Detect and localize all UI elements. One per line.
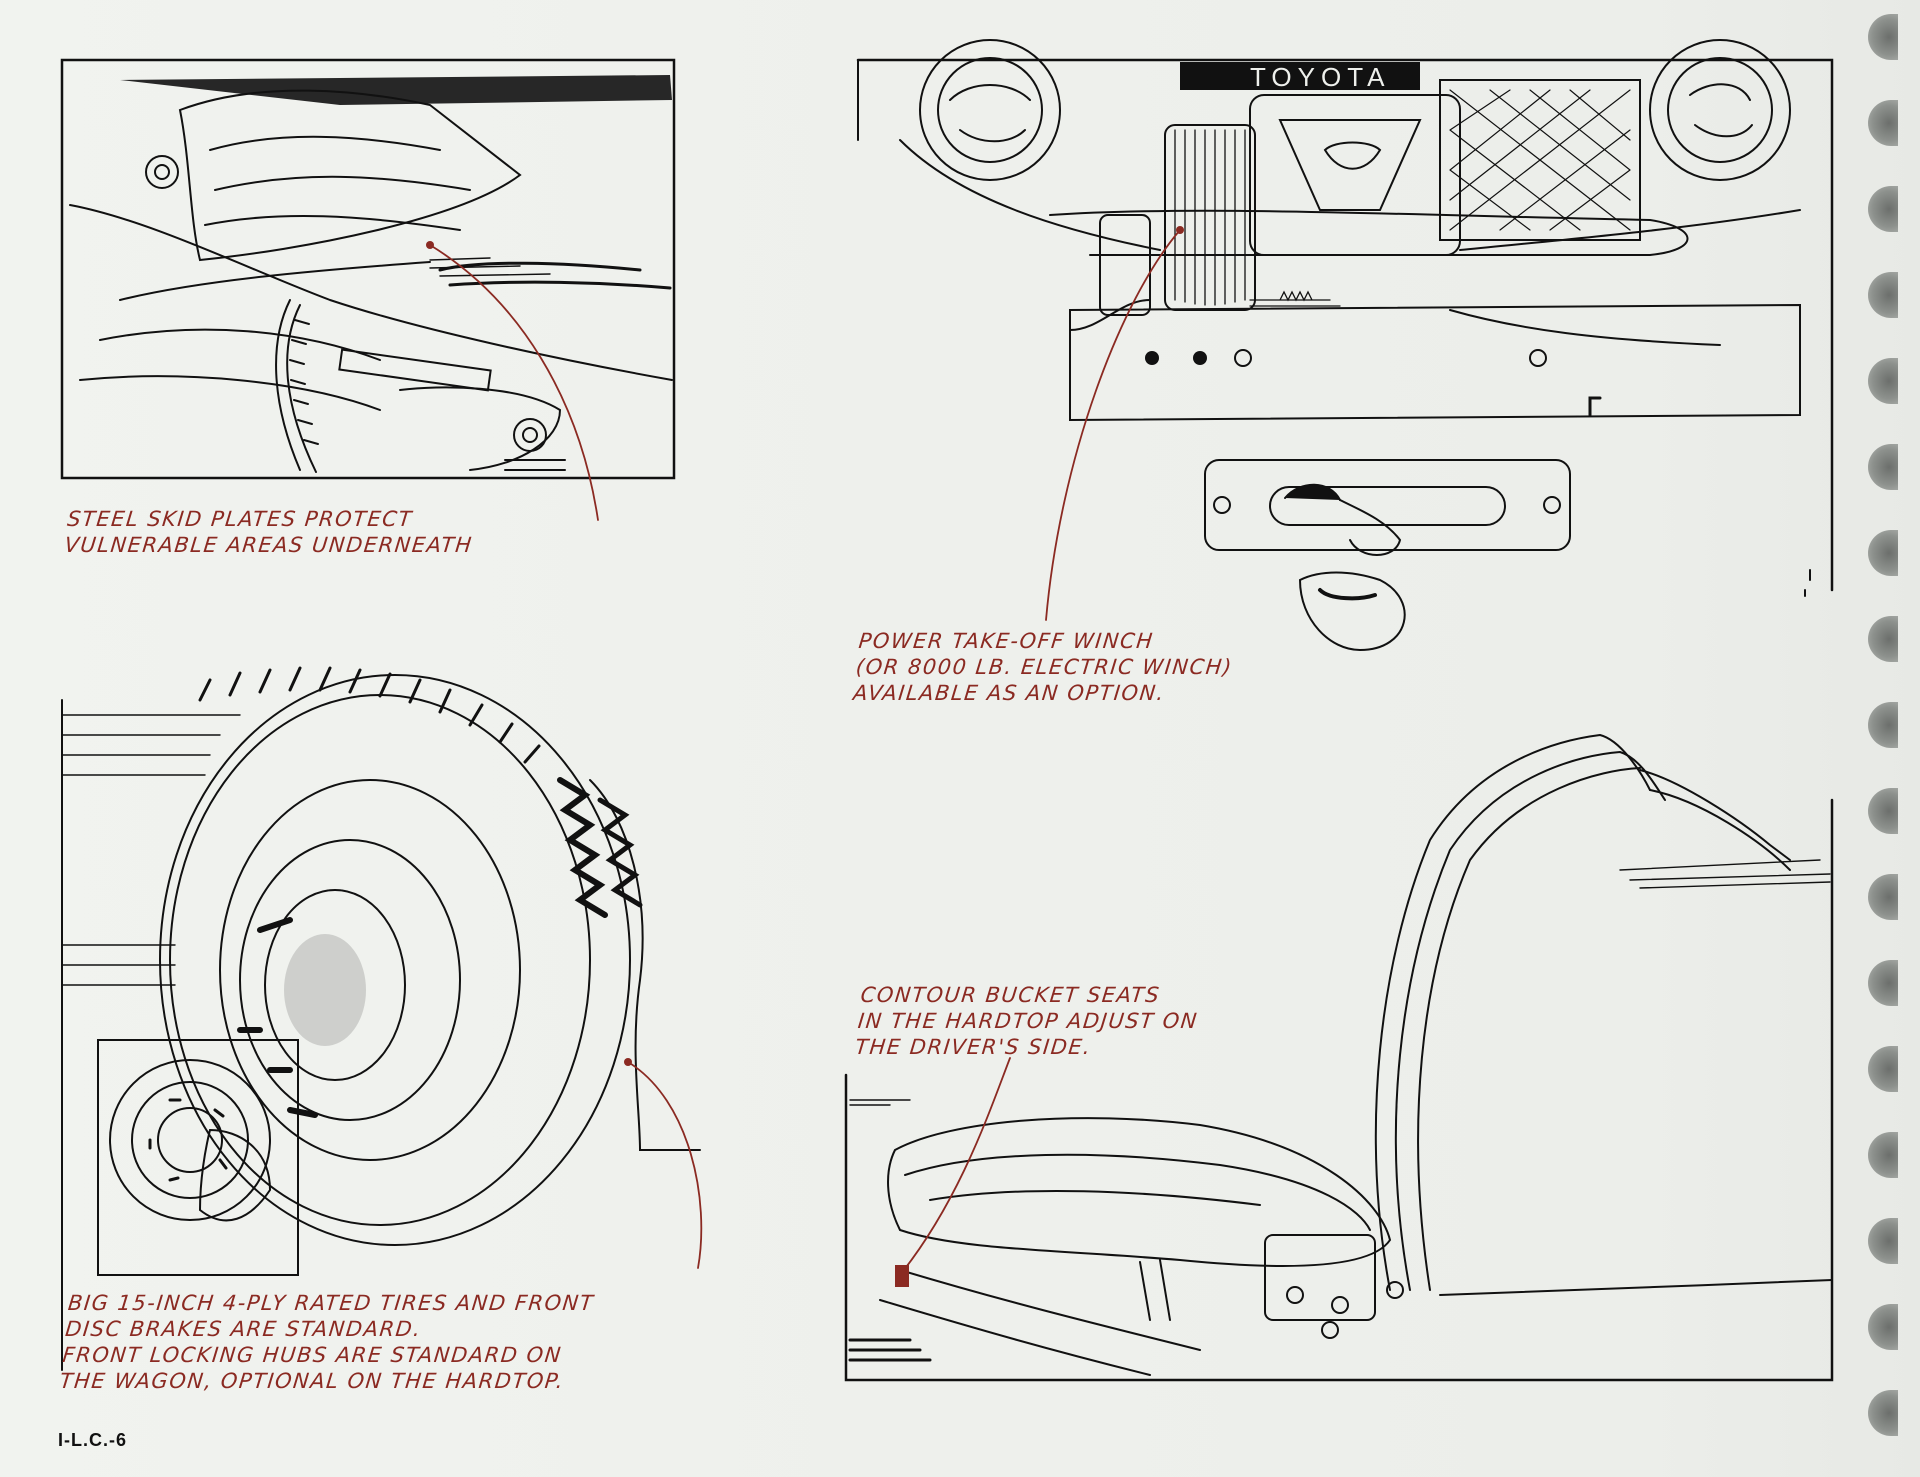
seats-caption: CONTOUR BUCKET SEATS IN THE HARDTOP ADJU…: [854, 983, 1200, 1059]
binding-hole: [1868, 1132, 1898, 1178]
tires-caption: BIG 15-INCH 4-PLY RATED TIRES AND FRONT …: [58, 1291, 596, 1393]
binding-hole: [1868, 702, 1898, 748]
binding-hole: [1868, 1218, 1898, 1264]
tire-sketch: [61, 666, 701, 1371]
binding-hole: [1868, 444, 1898, 490]
binding-hole: [1868, 960, 1898, 1006]
binding-hole: [1868, 1304, 1898, 1350]
binding-hole: [1868, 874, 1898, 920]
binding-hole: [1868, 1046, 1898, 1092]
binding-hole: [1868, 272, 1898, 318]
binding-hole: [1868, 616, 1898, 662]
binding-hole: [1868, 1390, 1898, 1436]
skid-plate-caption: STEEL SKID PLATES PROTECT VULNERABLE ARE…: [63, 507, 474, 557]
winch-caption: POWER TAKE-OFF WINCH (OR 8000 LB. ELECTR…: [852, 629, 1234, 705]
page-number: I-L.C.-6: [58, 1430, 127, 1450]
winch-sketch: TOYOTA: [856, 39, 1834, 652]
bucket-seat-sketch: [844, 733, 1834, 1382]
binding-hole: [1868, 186, 1898, 232]
binding-hole: [1868, 100, 1898, 146]
binding-hole: [1868, 530, 1898, 576]
binding-hole: [1868, 358, 1898, 404]
grille-lettering: TOYOTA: [1250, 62, 1391, 92]
binding-hole: [1868, 14, 1898, 60]
spiral-binding-holes: [1845, 0, 1920, 1477]
skid-plate-sketch: [60, 58, 676, 480]
binding-hole: [1868, 788, 1898, 834]
